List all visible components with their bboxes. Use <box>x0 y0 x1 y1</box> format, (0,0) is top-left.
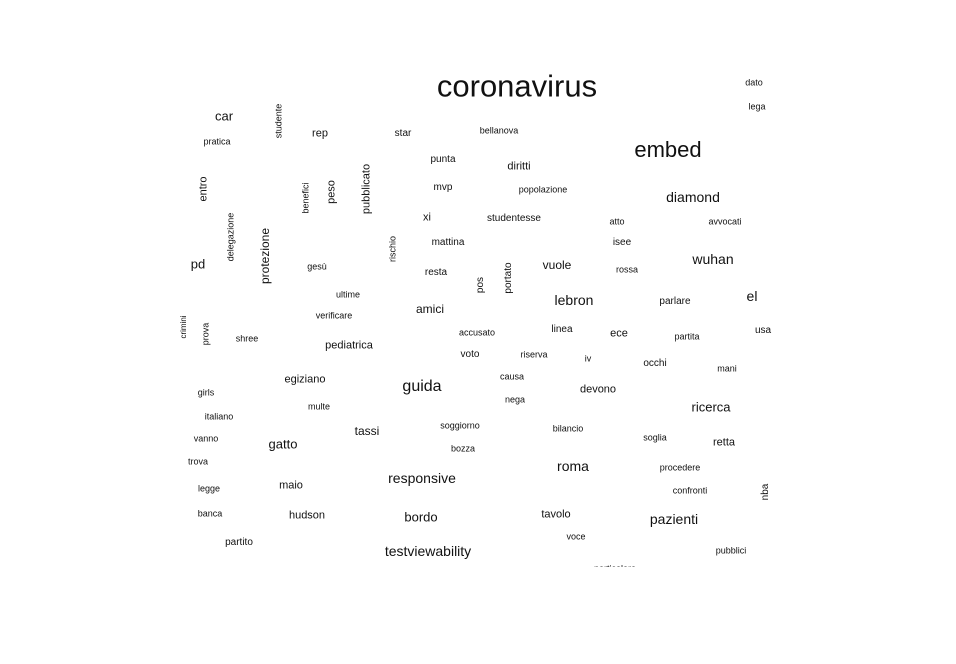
word-testviewability: testviewability <box>384 543 472 559</box>
word-ricerca: ricerca <box>691 399 731 415</box>
word-xi: xi <box>423 211 431 224</box>
word-partito: partito <box>225 537 253 548</box>
word-prova: prova <box>200 322 211 346</box>
word-voto: voto <box>460 349 480 360</box>
word-resta: resta <box>424 267 448 278</box>
word-legge: legge <box>197 483 221 494</box>
word-shree: shree <box>235 333 259 344</box>
word-studentesse: studentesse <box>487 213 541 224</box>
word-star: star <box>394 128 412 139</box>
word-car: car <box>214 108 234 124</box>
word-gesu: gesù <box>307 261 327 272</box>
word-ece: ece <box>610 327 628 340</box>
word-delegazione: delegazione <box>225 212 236 262</box>
word-verificare: verificare <box>315 310 353 321</box>
word-occhi: occhi <box>643 358 667 369</box>
word-soggiorno: soggiorno <box>440 420 480 431</box>
word-benefici: benefici <box>300 182 311 214</box>
word-nba: nba <box>760 483 771 501</box>
word-atto: atto <box>609 216 625 227</box>
word-amici: amici <box>415 302 445 316</box>
word-pubblici: pubblici <box>715 545 747 556</box>
word-pubblicato: pubblicato <box>360 163 373 215</box>
word-devono: devono <box>579 383 617 396</box>
word-pratica: pratica <box>203 136 231 147</box>
word-banca: banca <box>197 508 223 519</box>
word-vanno: vanno <box>193 433 219 444</box>
word-studente: studente <box>273 103 284 139</box>
word-iv: iv <box>584 353 592 364</box>
word-punta: punta <box>430 154 456 165</box>
word-popolazione: popolazione <box>518 184 568 195</box>
word-guida: guida <box>402 378 442 395</box>
word-tavolo: tavolo <box>541 508 571 521</box>
word-soglia: soglia <box>643 432 667 443</box>
word-el: el <box>746 288 758 304</box>
word-embed: embed <box>634 137 702 162</box>
word-vuole: vuole <box>542 258 572 272</box>
word-partita: partita <box>674 331 700 342</box>
word-voce: voce <box>566 531 586 542</box>
word-dato: dato <box>745 77 763 88</box>
word-girls: girls <box>197 387 215 398</box>
word-bordo: bordo <box>404 509 438 525</box>
word-isee: isee <box>612 237 632 248</box>
word-lebron: lebron <box>554 292 594 308</box>
word-trova: trova <box>187 456 209 467</box>
word-retta: retta <box>712 436 736 449</box>
word-diamond: diamond <box>666 189 720 205</box>
word-nega: nega <box>504 394 526 405</box>
word-coronavirus: coronavirus <box>436 68 598 104</box>
word-responsive: responsive <box>388 470 456 486</box>
word-wuhan: wuhan <box>692 251 734 267</box>
word-multe: multe <box>307 401 331 412</box>
word-cloud-plot-area: coronavirus embed guida diamond wuhan ro… <box>179 68 772 568</box>
word-rossa: rossa <box>615 264 639 275</box>
word-pos: pos <box>475 276 486 294</box>
word-diritti: diritti <box>507 160 531 173</box>
word-avvocati: avvocati <box>708 216 742 227</box>
word-rep: rep <box>312 127 328 140</box>
word-tassi: tassi <box>354 424 380 438</box>
word-parlare: parlare <box>659 296 691 307</box>
word-rischio: rischio <box>387 235 398 263</box>
word-bozza: bozza <box>450 443 476 454</box>
word-linea: linea <box>551 324 573 335</box>
word-hudson: hudson <box>288 509 326 522</box>
word-usa: usa <box>754 325 772 336</box>
word-bilancio: bilancio <box>552 423 584 434</box>
word-procedere: procedere <box>659 462 701 473</box>
word-egiziano: egiziano <box>284 373 326 386</box>
word-pazienti: pazienti <box>649 511 699 527</box>
word-entro: entro <box>197 176 210 202</box>
word-pediatrica: pediatrica <box>325 339 373 352</box>
word-bellanova: bellanova <box>479 125 519 136</box>
word-protezione: protezione <box>258 227 272 285</box>
word-pd: pd <box>190 256 206 272</box>
word-peso: peso <box>325 180 338 204</box>
word-roma: roma <box>557 458 589 474</box>
word-gatto: gatto <box>268 436 298 452</box>
word-italiano: italiano <box>204 411 234 422</box>
word-crimini: crimini <box>179 315 188 339</box>
word-confronti: confronti <box>672 485 708 496</box>
word-mani: mani <box>717 363 737 374</box>
word-mattina: mattina <box>431 237 465 248</box>
word-mvp: mvp <box>433 182 453 193</box>
word-ultime: ultime <box>335 289 361 300</box>
word-maio: maio <box>279 479 303 492</box>
word-riserva: riserva <box>520 349 548 360</box>
word-accusato: accusato <box>458 327 496 338</box>
word-particolare: particolare <box>594 564 636 567</box>
word-lega: lega <box>748 101 766 112</box>
word-portato: portato <box>503 262 514 294</box>
word-causa: causa <box>499 371 525 382</box>
